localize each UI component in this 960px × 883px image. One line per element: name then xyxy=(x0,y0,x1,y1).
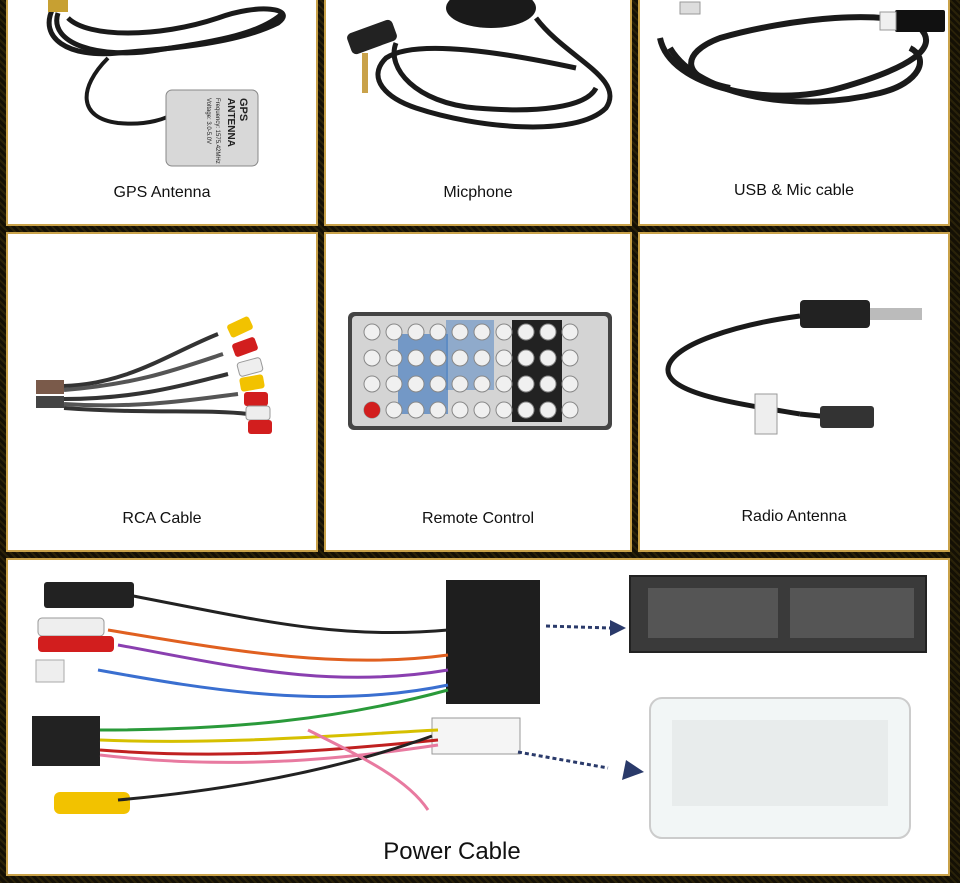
remote-button xyxy=(539,349,557,367)
usb-mic-cable-caption: USB & Mic cable xyxy=(733,182,855,199)
remote-button xyxy=(561,323,579,341)
product-cell-power-cable: Power Cable xyxy=(6,558,950,876)
remote-button xyxy=(561,401,579,419)
rca-cable-caption: RCA Cable xyxy=(122,510,202,527)
remote-button xyxy=(473,323,491,341)
remote-button xyxy=(473,349,491,367)
remote-button xyxy=(385,349,403,367)
power-cable-caption: Power Cable xyxy=(383,838,521,865)
remote-control-image xyxy=(348,312,612,430)
product-cell-remote-control: Remote Control xyxy=(324,232,632,552)
product-cell-microphone: Micphone xyxy=(324,0,632,226)
remote-button xyxy=(561,349,579,367)
product-cell-gps-antenna: GPS ANTENNA Frequency: 1575.42MHz Voltag… xyxy=(6,0,318,226)
remote-button xyxy=(363,349,381,367)
microphone-image xyxy=(347,0,613,130)
remote-button xyxy=(451,401,469,419)
remote-button xyxy=(473,375,491,393)
remote-button xyxy=(429,349,447,367)
remote-button xyxy=(473,401,491,419)
remote-button xyxy=(539,375,557,393)
remote-button xyxy=(429,323,447,341)
usb-mic-cable-image xyxy=(657,1,945,105)
remote-button xyxy=(517,349,535,367)
remote-button xyxy=(407,323,425,341)
remote-button xyxy=(363,323,381,341)
remote-button xyxy=(517,375,535,393)
rca-cable-image xyxy=(36,316,272,434)
remote-button xyxy=(385,401,403,419)
remote-button xyxy=(539,401,557,419)
remote-button xyxy=(451,349,469,367)
remote-button xyxy=(539,323,557,341)
remote-button xyxy=(385,323,403,341)
gps-label-voltage: Voltage: 3.0-5.0V xyxy=(205,98,211,144)
product-cell-usb-mic-cable: USB & Mic cable xyxy=(638,0,950,226)
radio-antenna-caption: Radio Antenna xyxy=(741,508,847,525)
remote-button xyxy=(517,323,535,341)
microphone-caption: Micphone xyxy=(443,184,513,201)
remote-button xyxy=(451,375,469,393)
radio-antenna-image xyxy=(665,300,922,435)
remote-button xyxy=(495,401,513,419)
remote-button xyxy=(407,375,425,393)
gps-label-subtitle: ANTENNA xyxy=(225,98,236,147)
gps-antenna-image: GPS ANTENNA Frequency: 1575.42MHz Voltag… xyxy=(46,0,286,167)
product-cell-rca-cable: RCA Cable xyxy=(6,232,318,552)
gps-label-title: GPS xyxy=(237,98,249,121)
remote-control-caption: Remote Control xyxy=(421,510,535,527)
remote-button xyxy=(385,375,403,393)
remote-button xyxy=(451,323,469,341)
remote-button xyxy=(495,349,513,367)
remote-button xyxy=(495,323,513,341)
remote-button xyxy=(429,401,447,419)
gps-antenna-caption: GPS Antenna xyxy=(113,184,211,201)
gps-label-frequency: Frequency: 1575.42MHz xyxy=(214,98,220,164)
remote-button xyxy=(517,401,535,419)
remote-button xyxy=(407,401,425,419)
product-cell-radio-antenna: Radio Antenna xyxy=(638,232,950,552)
remote-button xyxy=(495,375,513,393)
remote-button xyxy=(407,349,425,367)
power-cable-image xyxy=(32,575,927,839)
remote-button xyxy=(429,375,447,393)
remote-button xyxy=(561,375,579,393)
remote-button xyxy=(363,375,381,393)
